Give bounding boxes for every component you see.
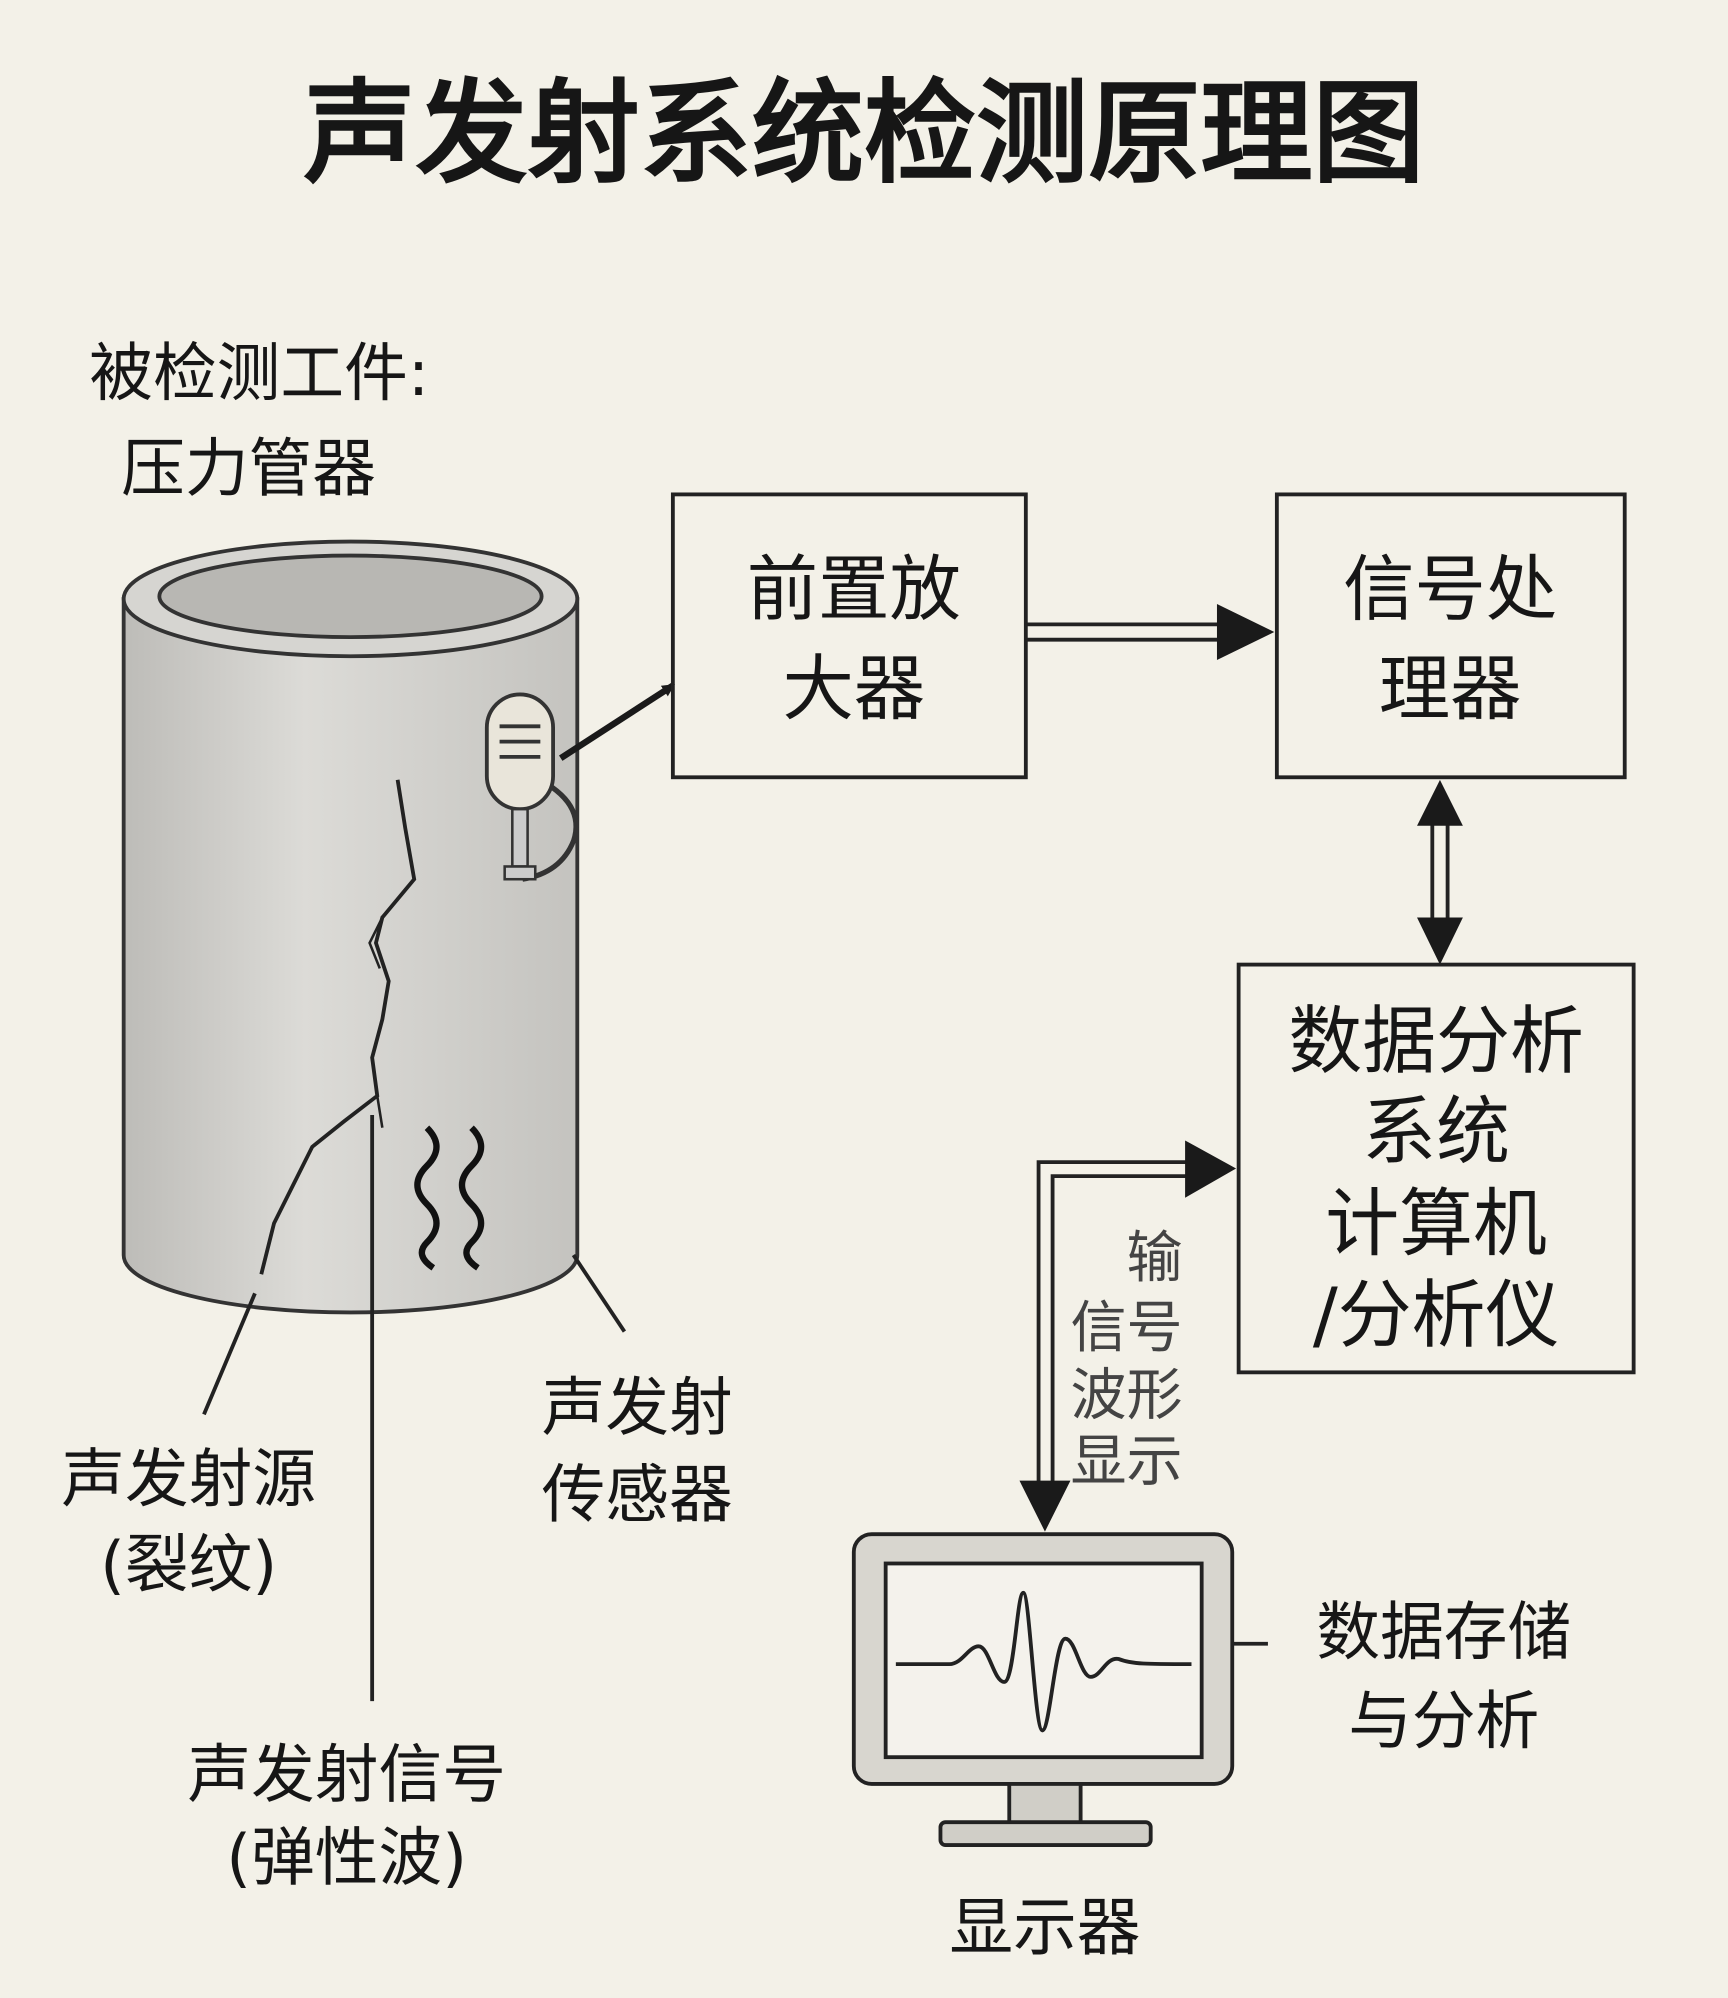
processor-analysis-bidirectional-arrow [1417, 779, 1463, 965]
source-label-1: 声发射源 [61, 1443, 316, 1517]
storage-label-2: 与分析 [1348, 1685, 1539, 1759]
preamp-to-processor-arrow [1025, 603, 1275, 661]
workpiece-name: 压力管器 [121, 433, 376, 507]
preamp-label-1: 前置放 [747, 548, 961, 631]
workpiece-label: 被检测工件: [89, 337, 429, 411]
crack-branch [368, 916, 384, 1128]
analysis-label-2: 系统 [1362, 1089, 1510, 1175]
preamp-label-2: 大器 [782, 648, 925, 731]
signal-processor-label-1: 信号处 [1343, 548, 1557, 631]
output-label-3: 波形 [1070, 1363, 1182, 1428]
signal-processor-box [1274, 492, 1627, 780]
monitor-icon [851, 1532, 1235, 1848]
elastic-wave-icon [414, 1125, 485, 1271]
analysis-label-3: 计算机 [1325, 1181, 1547, 1267]
output-label-1: 输 [1126, 1226, 1182, 1291]
waveform-output-arrow [1019, 1140, 1237, 1532]
preamp-box [670, 492, 1028, 780]
storage-label-1: 数据存储 [1316, 1596, 1571, 1670]
sensor-icon [484, 692, 579, 882]
sensor-label-1: 声发射 [542, 1372, 733, 1446]
analysis-label-1: 数据分析 [1288, 999, 1584, 1085]
waveform [895, 1590, 1192, 1733]
output-label-4: 显示 [1070, 1430, 1182, 1495]
display-label: 显示器 [949, 1892, 1140, 1966]
sensor-label-2: 传感器 [542, 1458, 733, 1532]
sensor-leader [571, 1254, 627, 1333]
page-title: 声发射系统检测原理图 [303, 69, 1424, 199]
signal-label-1: 声发射信号 [187, 1739, 506, 1813]
signal-label-2: (弹性波) [226, 1821, 467, 1895]
source-label-2: (裂纹) [100, 1528, 277, 1602]
sensor-to-preamp-arrow [559, 682, 676, 761]
source-leader [202, 1292, 257, 1416]
signal-processor-label-2: 理器 [1379, 648, 1522, 731]
pressure-vessel [121, 539, 580, 1315]
output-label-2: 信号 [1070, 1296, 1182, 1361]
analysis-system-box [1236, 962, 1636, 1375]
analysis-label-4: /分析仪 [1313, 1272, 1560, 1358]
crack [259, 779, 417, 1275]
